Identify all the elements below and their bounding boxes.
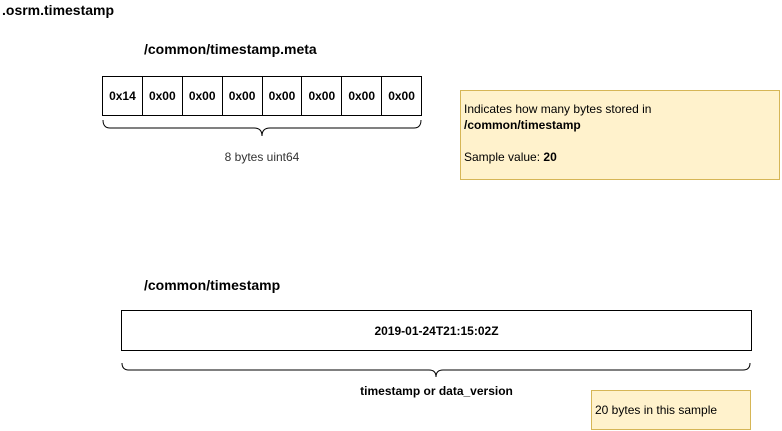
timestamp-value-box: 2019-01-24T21:15:02Z	[121, 310, 752, 351]
byte-cell: 0x00	[302, 77, 343, 115]
byte-cell: 0x00	[143, 77, 183, 115]
timestamp-curly-brace	[121, 362, 751, 378]
timestamp-caption: timestamp or data_version	[360, 384, 513, 398]
byte-cell: 0x00	[388, 89, 415, 103]
meta-bytes-row: 0x14 0x00 0x00 0x00 0x00 0x00 0x00 0x00	[102, 76, 422, 116]
byte-cell: 0x14	[103, 77, 143, 115]
sample-value: 20	[543, 150, 557, 164]
note-sample: Sample value: 20	[464, 147, 776, 167]
byte-cell: 0x00	[263, 77, 303, 115]
note-line: Indicates how many bytes stored in	[464, 102, 652, 116]
note-path: /common/timestamp	[464, 118, 581, 132]
sample-label: Sample value:	[464, 150, 544, 164]
byte-cell: 0x00	[223, 77, 263, 115]
byte-cell: 0x00	[342, 77, 383, 115]
file-title: .osrm.timestamp	[2, 2, 115, 18]
meta-curly-brace	[102, 119, 422, 137]
timestamp-section-title: /common/timestamp	[144, 277, 281, 293]
meta-description-note: Indicates how many bytes stored in /comm…	[460, 90, 780, 180]
meta-caption: 8 bytes uint64	[224, 150, 300, 164]
meta-section-title: /common/timestamp.meta	[144, 41, 317, 57]
byte-cell: 0x00	[183, 77, 223, 115]
size-note: 20 bytes in this sample	[591, 390, 751, 430]
